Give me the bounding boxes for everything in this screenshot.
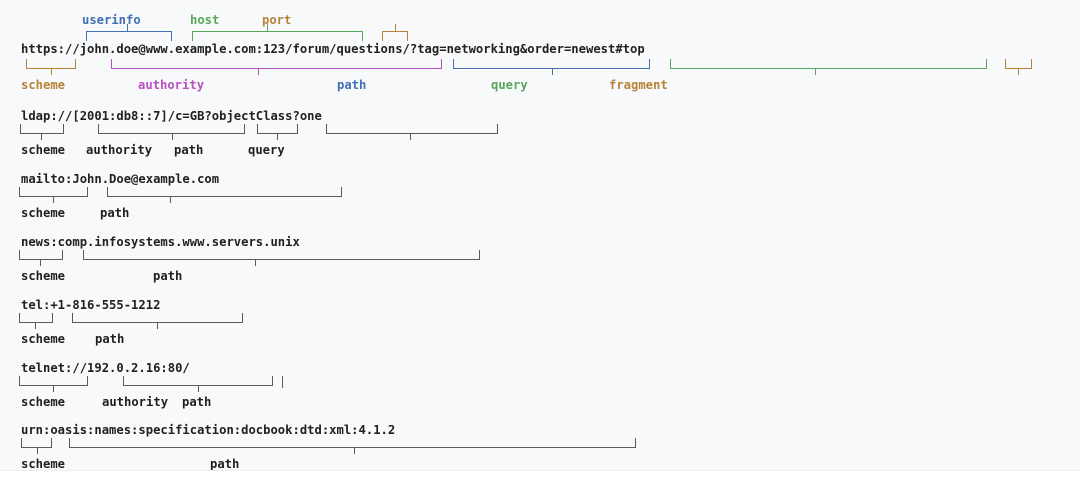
path-bracket: [107, 187, 342, 197]
component-label-scheme: scheme: [21, 78, 66, 92]
component-label-path: path: [182, 395, 212, 409]
component-label-path: path: [174, 143, 204, 157]
uri-text: tel:+1-816-555-1212: [21, 298, 161, 312]
path-bracket-tick: [157, 323, 158, 329]
uri-text: urn:oasis:names:specification:docbook:dt…: [21, 423, 396, 437]
component-label-scheme: scheme: [21, 457, 66, 471]
component-label-fragment: fragment: [609, 78, 668, 92]
query-bracket-tick: [410, 134, 411, 140]
path-bracket-tick: [255, 260, 256, 266]
scheme-bracket-tick: [53, 197, 54, 203]
component-label-host: host: [190, 13, 220, 27]
uri-text: ldap://[2001:db8::7]/c=GB?objectClass?on…: [21, 109, 322, 123]
path-bracket-tick: [277, 134, 278, 140]
authority-bracket: [111, 59, 442, 69]
uri-text: telnet://192.0.2.16:80/: [21, 361, 190, 375]
port-bracket: [382, 31, 408, 41]
host-bracket-tick: [267, 24, 268, 31]
component-label-path: path: [100, 206, 130, 220]
scheme-bracket-tick: [35, 323, 36, 329]
path-bracket-tick: [354, 448, 355, 454]
authority-bracket-tick: [198, 386, 199, 392]
query-bracket-tick: [815, 69, 816, 75]
userinfo-bracket-tick: [127, 24, 128, 31]
path-bracket-tick: [552, 69, 553, 75]
uri-text: news:comp.infosystems.www.servers.unix: [21, 235, 300, 249]
component-label-scheme: scheme: [21, 143, 66, 157]
scheme-bracket: [19, 250, 63, 260]
path-bracket: [282, 376, 283, 388]
fragment-bracket-tick: [1018, 69, 1019, 75]
component-label-authority: authority: [102, 395, 169, 409]
component-label-query: query: [248, 143, 285, 157]
query-bracket: [326, 124, 498, 134]
component-label-authority: authority: [86, 143, 153, 157]
path-bracket: [83, 250, 480, 260]
scheme-bracket-tick: [37, 448, 38, 454]
authority-bracket: [98, 124, 245, 134]
path-bracket: [72, 313, 243, 323]
scheme-bracket: [19, 187, 88, 197]
path-bracket: [453, 59, 650, 69]
scheme-bracket: [19, 313, 53, 323]
component-label-authority: authority: [138, 78, 205, 92]
authority-bracket-tick: [258, 69, 259, 75]
scheme-bracket-tick: [51, 69, 52, 75]
scheme-bracket-tick: [41, 134, 42, 140]
scheme-bracket: [20, 124, 64, 134]
component-label-scheme: scheme: [21, 269, 66, 283]
component-label-userinfo: userinfo: [82, 13, 141, 27]
uri-text: https://john.doe@www.example.com:123/for…: [21, 42, 645, 56]
scheme-bracket-tick: [53, 386, 54, 392]
host-bracket: [192, 31, 363, 41]
component-label-path: path: [153, 269, 183, 283]
query-bracket: [670, 59, 987, 69]
fragment-bracket: [1005, 59, 1032, 69]
component-label-query: query: [491, 78, 528, 92]
footer-strip: [0, 470, 1080, 482]
scheme-bracket: [21, 438, 52, 448]
uri-text: mailto:John.Doe@example.com: [21, 172, 220, 186]
scheme-bracket-tick: [40, 260, 41, 266]
authority-bracket-tick: [172, 134, 173, 140]
port-bracket-tick: [395, 24, 396, 31]
component-label-port: port: [262, 13, 292, 27]
component-label-path: path: [95, 332, 125, 346]
authority-bracket: [123, 376, 273, 386]
component-label-scheme: scheme: [21, 332, 66, 346]
path-bracket: [257, 124, 298, 134]
path-bracket-tick: [170, 197, 171, 203]
component-label-scheme: scheme: [21, 395, 66, 409]
path-bracket: [69, 438, 636, 448]
component-label-path: path: [210, 457, 240, 471]
component-label-scheme: scheme: [21, 206, 66, 220]
userinfo-bracket: [86, 31, 172, 41]
component-label-path: path: [337, 78, 367, 92]
scheme-bracket: [19, 376, 88, 386]
scheme-bracket: [26, 59, 76, 69]
